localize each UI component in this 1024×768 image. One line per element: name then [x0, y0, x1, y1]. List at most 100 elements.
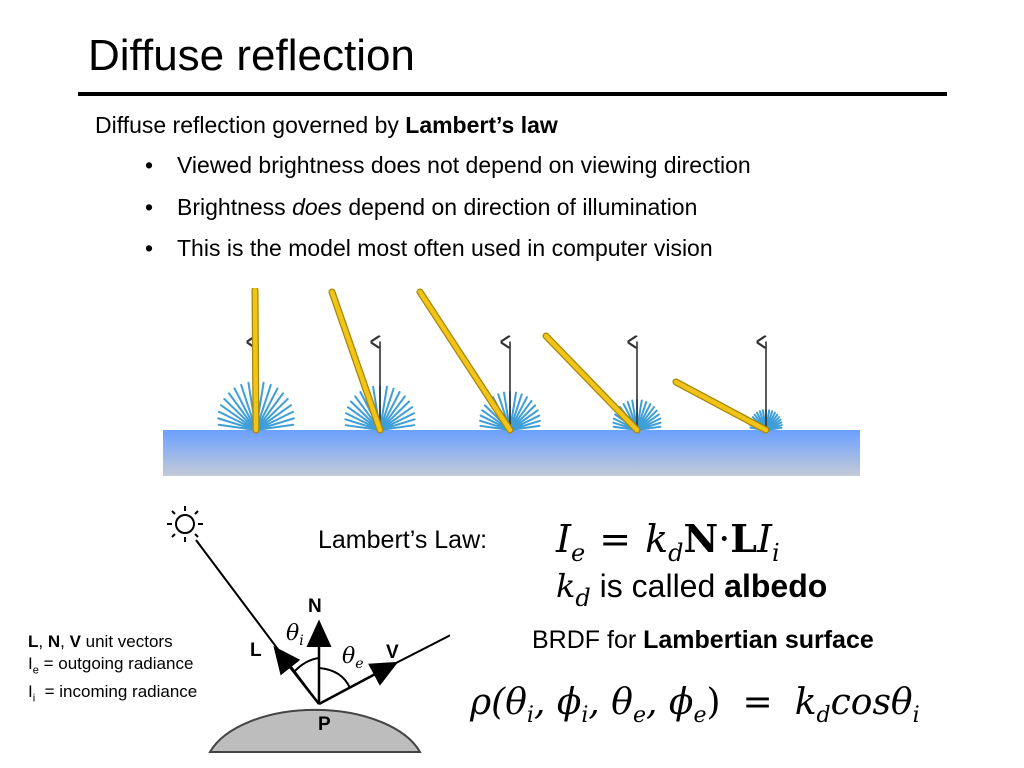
legend-sub: e [32, 664, 39, 677]
eq-sub: d [816, 703, 831, 728]
legend-sep: , [38, 632, 48, 651]
scattered-ray [217, 417, 257, 431]
legend-line-vectors: L, N, V unit vectors [28, 631, 197, 653]
incident-light-ray [543, 333, 640, 433]
bullet-glyph: • [145, 235, 154, 261]
eq-part: ρ(θ [470, 682, 527, 723]
eq-cos: cosθ [830, 682, 913, 723]
scattered-ray [217, 423, 257, 431]
legend-sub: i [32, 692, 36, 705]
legend-text: = incoming radiance [35, 682, 198, 702]
eq-part: , ϕ [646, 682, 694, 723]
eq-sub: i [772, 539, 780, 567]
incident-light-ray [417, 289, 513, 433]
albedo-bold: albedo [724, 568, 828, 604]
bullet-text: This is the model most often used in com… [177, 235, 713, 261]
eq-sub: e [571, 539, 586, 567]
eq-part: ) [706, 682, 721, 723]
eq-sub: d [668, 539, 684, 567]
albedo-sub: d [575, 584, 591, 612]
legend-line-outgoing: Ie = outgoing radiance [28, 653, 197, 681]
scattered-ray [255, 387, 279, 431]
intro-bold: Lambert’s law [405, 112, 558, 138]
legend-V: V [69, 632, 81, 651]
eq-part: , ϕ [533, 682, 582, 723]
brdf-text: BRDF for [532, 626, 644, 654]
eq-L: L [730, 516, 758, 561]
legend-I: I [28, 654, 33, 673]
theta-e-arc [318, 667, 351, 689]
bullet-glyph: • [145, 194, 154, 220]
title-underline [78, 92, 947, 96]
eq-N: N [683, 516, 719, 561]
eq-equals: = [742, 682, 773, 723]
scattered-ray [219, 404, 257, 431]
brdf-equation: ρ(θi, ϕi, θe, ϕe)=kdcosθi [470, 680, 920, 739]
eq-sub: e [693, 703, 707, 728]
intro-text: Diffuse reflection governed by [95, 112, 406, 138]
reflection-geometry-diagram: N L V P θi θe [167, 506, 450, 753]
eq-k: k [645, 517, 669, 561]
legend-text: = outgoing radiance [38, 654, 194, 673]
scattered-ray [379, 391, 401, 431]
light-vector-L [273, 646, 320, 705]
label-P: P [318, 714, 331, 735]
eq-I: I [757, 517, 773, 561]
scattered-ray [379, 395, 406, 431]
scattered-ray [255, 397, 289, 431]
sun-icon [167, 506, 203, 542]
scattered-ray [255, 417, 295, 431]
bullet-text: Viewed brightness does not depend on vie… [177, 152, 751, 178]
legend-line-incoming: Ii = incoming radiance [28, 681, 197, 709]
eq-k: k [794, 682, 817, 723]
scattered-ray [344, 424, 381, 431]
incident-light-ray [252, 288, 259, 433]
eq-sub: i [526, 703, 534, 728]
scattered-ray [255, 404, 293, 431]
surface-hemisphere [208, 708, 422, 753]
scattered-ray [255, 392, 285, 431]
lambert-law-equation: Ie=kdN·LIi [556, 515, 780, 577]
scattered-ray [233, 387, 257, 431]
bullet-item: • This is the model most often used in co… [145, 233, 713, 263]
incident-light-ray [329, 289, 383, 433]
eq-part: , θ [588, 682, 633, 723]
label-theta-i: θi [286, 621, 304, 649]
intro-line: Diffuse reflection governed by Lambert’s… [95, 110, 558, 140]
eq-sub: e [632, 703, 647, 728]
vector-legend: L, N, V unit vectors Ie = outgoing radia… [28, 631, 197, 710]
scattered-ray [255, 410, 295, 431]
eq-dot: · [718, 517, 731, 561]
incident-light-ray [673, 379, 769, 433]
eq-sub: i [581, 703, 589, 728]
label-V: V [386, 642, 399, 663]
albedo-line: kd is called albedo [556, 566, 827, 618]
scattered-ray [479, 424, 511, 431]
legend-L: L [28, 632, 39, 651]
legend-I: I [28, 682, 33, 702]
theta-i-arc [293, 657, 320, 673]
albedo-text: is called [590, 568, 725, 604]
lambertian-surface [163, 430, 860, 476]
label-theta-e: θe [342, 644, 364, 672]
bullet-text: Brightness [177, 194, 293, 220]
label-N: N [308, 596, 322, 617]
scattered-ray [346, 406, 381, 431]
view-vector-V [318, 661, 399, 706]
diffuse-scattering-illustration [163, 288, 860, 476]
label-L: L [250, 640, 262, 661]
brdf-bold: Lambertian surface [643, 626, 874, 654]
eq-I: I [556, 517, 572, 561]
bullet-text-end: depend on direction of illumination [341, 194, 698, 220]
scattered-ray [217, 410, 257, 431]
legend-sep: , [60, 632, 70, 651]
view-ray [395, 634, 450, 664]
slide-title: Diffuse reflection [88, 31, 415, 80]
bullet-emphasis: does [292, 194, 342, 220]
brdf-heading: BRDF for Lambertian surface [532, 624, 874, 656]
lambert-law-label: Lambert’s Law: [318, 526, 488, 554]
scattered-ray [379, 400, 411, 431]
legend-N: N [47, 632, 61, 651]
scattered-ray [379, 387, 395, 431]
legend-text: unit vectors [80, 632, 173, 651]
